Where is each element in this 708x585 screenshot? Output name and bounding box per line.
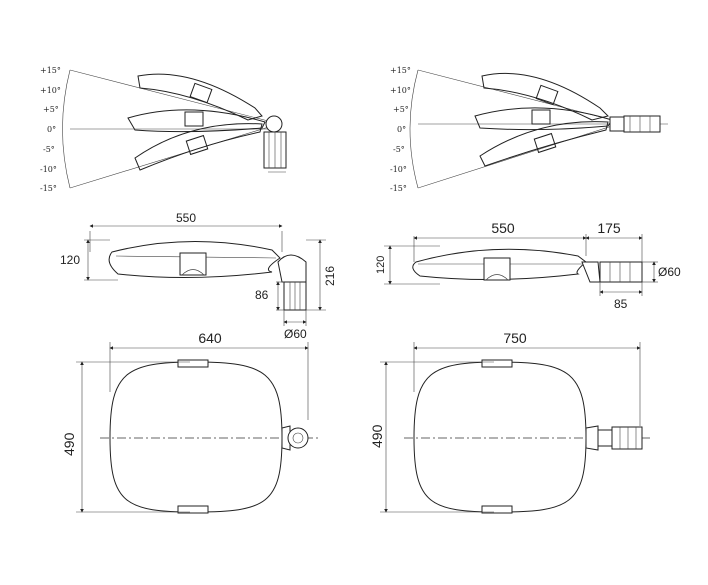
right-top-body (413, 361, 587, 513)
left-side-total-height-label: 216 (323, 266, 337, 286)
left-top-body (109, 361, 283, 513)
right-side-bracket (581, 261, 601, 283)
right-tilt-label-m15: -15° (390, 184, 407, 193)
right-tilt-label-p5: +5° (393, 105, 409, 114)
left-fan-line-bottom (69, 125, 273, 189)
right-arm-length-label: 175 (597, 220, 621, 236)
left-fan-line-top (69, 69, 273, 123)
left-tilt-label-m5: -5° (43, 145, 55, 154)
right-luminaire-mid (474, 107, 613, 131)
left-side-hatch (179, 252, 207, 276)
left-side-bracket (277, 254, 307, 283)
left-tilt-label-m10: -10° (40, 165, 57, 174)
right-top-length-label: 750 (503, 330, 527, 346)
left-luminaire-up (137, 73, 263, 121)
right-tilt-label-0: 0° (397, 125, 406, 134)
left-side-height-label: 120 (60, 253, 80, 267)
right-top-spigot (611, 426, 643, 450)
left-top-bracket (281, 425, 291, 451)
right-tilt-spigot (623, 115, 661, 133)
left-tilt-label-m15: -15° (40, 184, 57, 193)
left-spigot-length-label: 86 (255, 288, 269, 302)
left-top-width-label: 490 (61, 432, 77, 456)
left-top-view: 640 490 (61, 330, 318, 514)
right-spigot-length-label: 85 (614, 297, 628, 311)
left-side-body (108, 240, 281, 279)
right-side-view: 550 175 120 Ø60 85 (375, 220, 681, 311)
left-luminaire-up-hatch (189, 82, 213, 104)
left-side-view: 550 120 216 86 Ø60 (60, 211, 337, 341)
left-top-pivot (287, 427, 309, 449)
left-luminaire-mid (127, 109, 266, 133)
right-top-width-label: 490 (369, 424, 385, 448)
left-top-length-label: 640 (198, 330, 222, 346)
left-tilt-label-p5: +5° (43, 105, 59, 114)
left-pivot (265, 115, 283, 133)
left-luminaire-mid-hatch (184, 111, 204, 127)
right-luminaire-down (479, 121, 609, 167)
right-luminaire-up (481, 73, 609, 121)
right-tilt-label-m10: -10° (390, 165, 407, 174)
right-fan-line-bottom (417, 125, 613, 189)
left-luminaire-down (134, 123, 263, 171)
left-top-hatch-bottom (177, 505, 209, 514)
right-luminaire-mid-hatch (531, 109, 551, 125)
left-tilt-arc (62, 69, 71, 189)
left-side-length-label: 550 (176, 211, 196, 225)
right-side-hatch (483, 257, 511, 281)
right-side-spigot (599, 261, 643, 283)
right-top-view: 750 490 (369, 330, 650, 514)
right-luminaire-down-hatch (533, 132, 557, 154)
right-tilt-label-m5: -5° (393, 145, 405, 154)
right-side-height-label: 120 (375, 256, 387, 274)
right-tilt-label-p10: +10° (390, 86, 411, 95)
right-side-length-label: 550 (491, 220, 515, 236)
left-spigot-diameter-label: Ø60 (284, 327, 307, 341)
right-top-joint (597, 429, 613, 447)
right-top-hatch-bottom (481, 505, 513, 514)
left-tilt-label-0: 0° (47, 125, 56, 134)
right-top-hatch-top (481, 359, 513, 368)
right-tilt-view: +15° +10° +5° 0° -5° -10° -15° (390, 66, 668, 193)
right-luminaire-up-hatch (535, 84, 559, 106)
left-tilt-view: +15° +10° +5° 0° -5° -10° -15° (40, 66, 287, 193)
left-top-hatch-top (177, 359, 209, 368)
left-tilt-label-p10: +10° (40, 86, 61, 95)
right-tilt-bracket (609, 116, 625, 132)
right-side-body (412, 248, 587, 281)
left-tilt-label-p15: +15° (40, 66, 61, 75)
right-tilt-label-p15: +15° (390, 66, 411, 75)
right-tilt-arc (409, 69, 419, 189)
right-top-bracket (585, 425, 599, 451)
right-spigot-diameter-label: Ø60 (658, 265, 681, 279)
left-luminaire-down-hatch (185, 134, 209, 156)
